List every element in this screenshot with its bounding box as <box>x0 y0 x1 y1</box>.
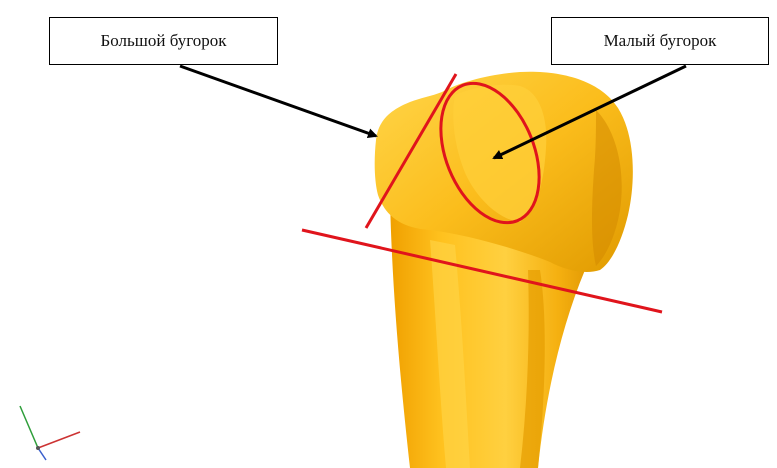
greater-tubercle-label-text: Большой бугорок <box>100 31 226 51</box>
lesser-tubercle-label: Малый бугорок <box>551 17 769 65</box>
greater-tubercle-arrow <box>180 66 376 136</box>
xyz-axes-icon <box>20 406 80 460</box>
lesser-tubercle-label-text: Малый бугорок <box>604 31 717 51</box>
greater-tubercle-label: Большой бугорок <box>49 17 278 65</box>
